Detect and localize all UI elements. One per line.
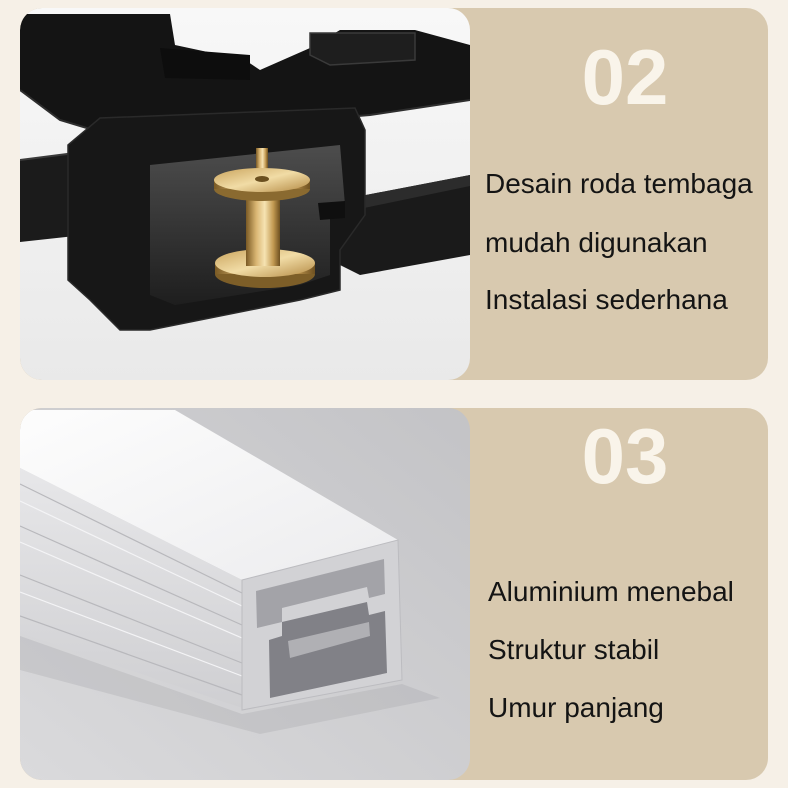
feature-line-3: Instalasi sederhana — [485, 284, 728, 315]
connector-illustration — [20, 8, 470, 380]
connector-photo — [20, 8, 470, 380]
profile-side-face — [20, 468, 243, 708]
brass-wheel — [214, 148, 315, 288]
aluminium-profile-photo — [20, 408, 470, 780]
lower-left-rail — [20, 152, 76, 242]
feature-panel-02: 02 Desain roda tembaga mudah digunakan I… — [20, 8, 768, 380]
aluminium-profile-illustration — [20, 408, 470, 780]
profile-shadow — [20, 636, 440, 734]
clip-tab — [309, 32, 416, 66]
feature-line-2: Struktur stabil — [488, 634, 660, 665]
profile-end-face — [241, 539, 403, 711]
right-rail — [340, 175, 470, 275]
feature-line-2: mudah digunakan — [485, 227, 708, 258]
profile-top-face — [20, 410, 398, 580]
feature-number: 03 — [581, 412, 669, 500]
rail-ridge — [160, 48, 250, 80]
feature-line-3: Umur panjang — [488, 692, 664, 723]
feature-line-1: Desain roda tembaga — [485, 168, 753, 199]
feature-line-1: Aluminium menebal — [488, 576, 734, 607]
feature-number: 02 — [581, 33, 669, 121]
feature-panel-03: 03 Aluminium menebal Struktur stabil Umu… — [20, 408, 768, 780]
